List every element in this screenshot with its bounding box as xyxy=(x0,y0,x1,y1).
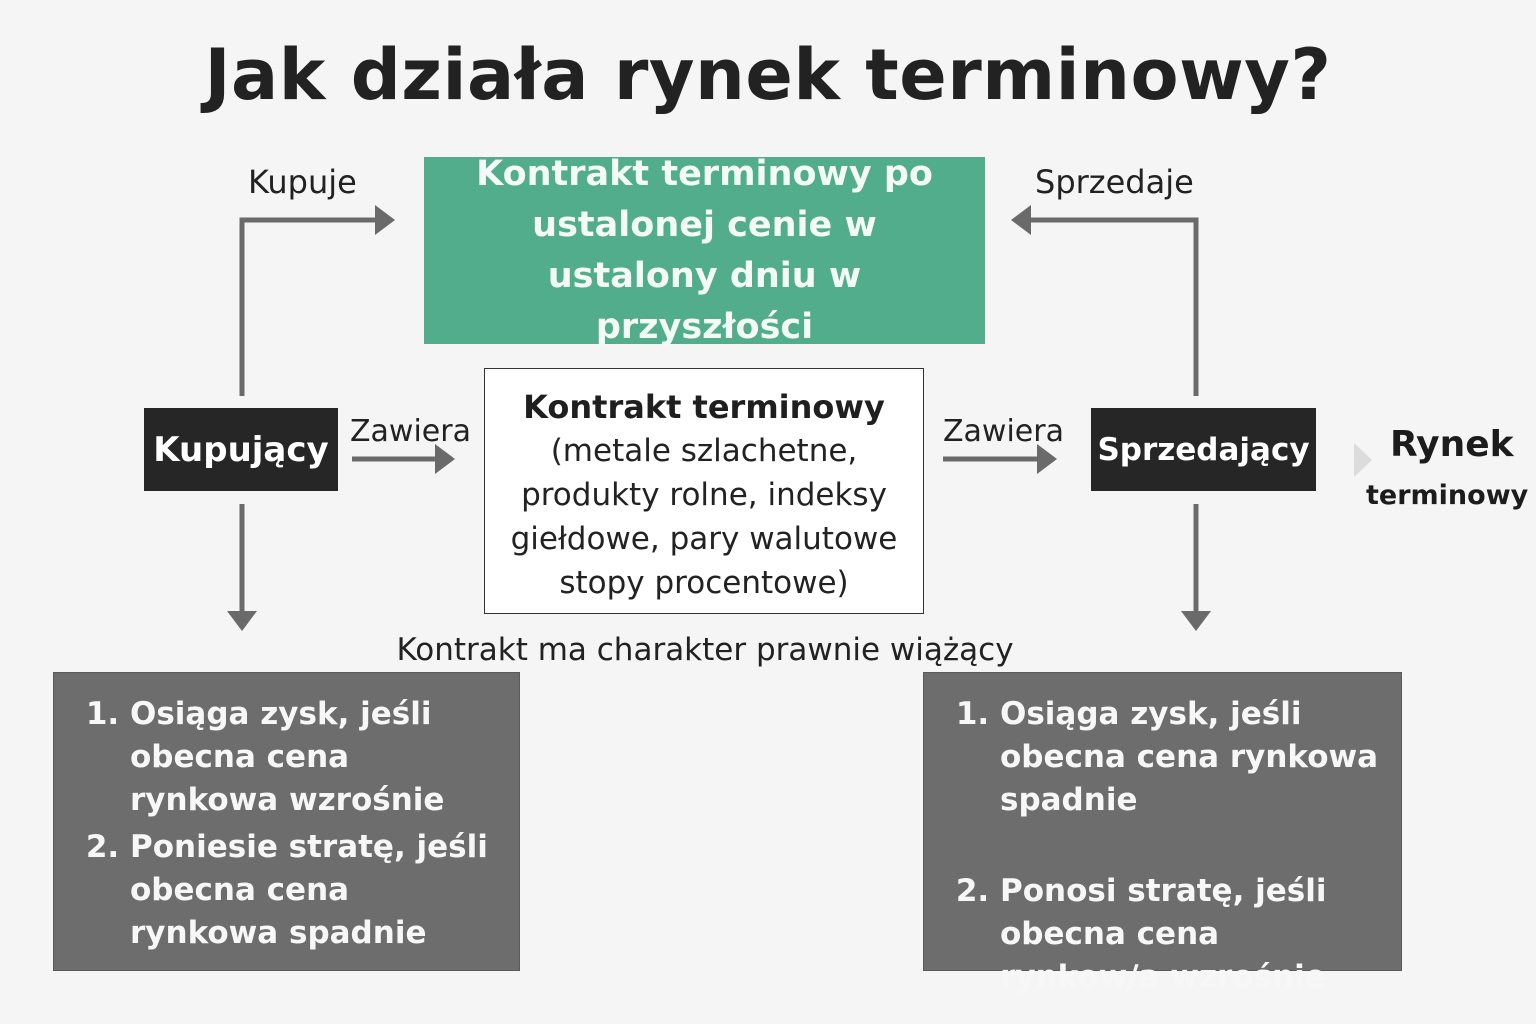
forward-contract-summary-box: Kontrakt terminowy po ustalonej cenie w … xyxy=(424,154,985,347)
buyer-label: Kupujący xyxy=(153,429,329,470)
label-enters-right: Zawiera xyxy=(943,414,1064,449)
label-enters-left: Zawiera xyxy=(350,414,471,449)
list-item: Poniesie stratę, jeśli obecna cena rynko… xyxy=(130,826,499,955)
seller-outcomes-box: Osiąga zysk, jeśli obecna cena rynkowa s… xyxy=(923,672,1402,995)
arrow-seller-to-green xyxy=(1011,205,1199,396)
list-item: Osiąga zysk, jeśli obecna cena rynkowa s… xyxy=(1000,693,1381,822)
seller-box: Sprzedający xyxy=(1091,408,1316,491)
buyer-box: Kupujący xyxy=(144,408,338,491)
market-word: Rynek xyxy=(1390,424,1514,465)
forward-contract-summary-text: Kontrakt terminowy po ustalonej cenie w … xyxy=(476,153,933,347)
market-sub: terminowy xyxy=(1366,480,1529,511)
seller-outcomes-list: Osiąga zysk, jeśli obecna cena rynkowa s… xyxy=(964,693,1381,999)
buyer-outcomes-box: Osiąga zysk, jeśli obecna cena rynkowa w… xyxy=(53,672,520,971)
page-title: Jak działa rynek terminowy? xyxy=(204,34,1332,116)
market-triangle-icon xyxy=(1354,443,1372,477)
contract-box: Kontrakt terminowy (metale szlachetne, p… xyxy=(484,368,924,614)
list-item: Osiąga zysk, jeśli obecna cena rynkowa w… xyxy=(130,693,499,822)
contract-title: Kontrakt terminowy xyxy=(523,388,885,426)
seller-label: Sprzedający xyxy=(1097,431,1310,468)
list-item: Ponosi stratę, jeśli obecna cena rynkow/… xyxy=(1000,870,1381,999)
binding-note: Kontrakt ma charakter prawnie wiążący xyxy=(396,632,1014,668)
buyer-outcomes-list: Osiąga zysk, jeśli obecna cena rynkowa w… xyxy=(94,693,499,955)
arrow-buyer-to-green xyxy=(239,205,395,396)
label-sells: Sprzedaje xyxy=(1035,163,1194,201)
contract-body: (metale szlachetne, produkty rolne, inde… xyxy=(510,433,898,601)
label-buys: Kupuje xyxy=(248,163,357,201)
